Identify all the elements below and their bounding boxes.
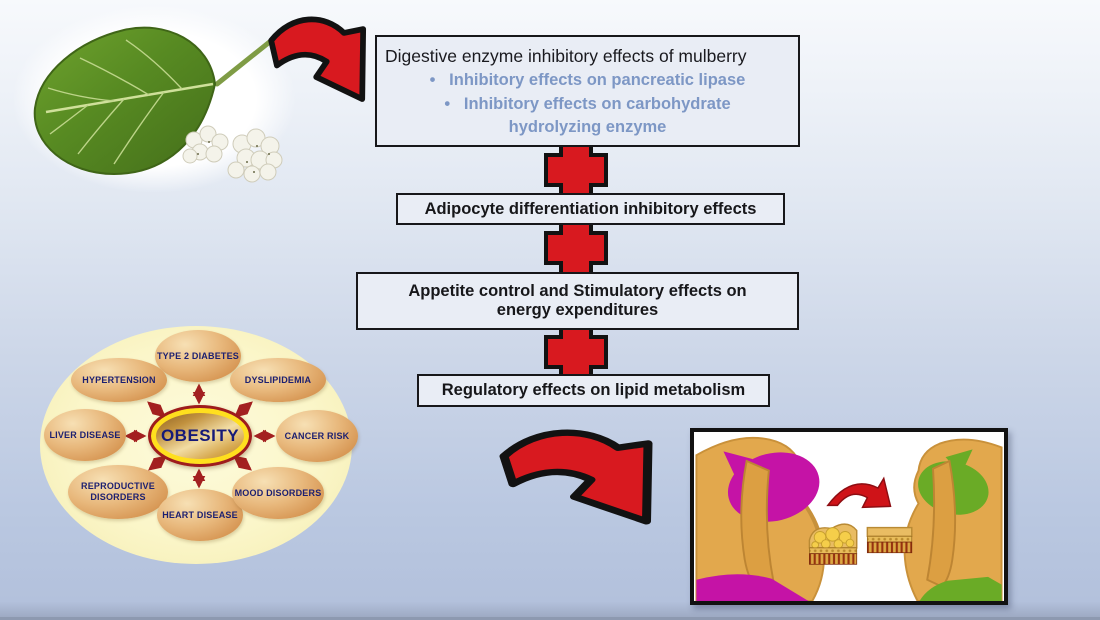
fat-tissue-before [808, 523, 858, 565]
plus-connector-2 [544, 216, 608, 280]
leaf-midrib [45, 82, 214, 114]
satellite-mood-disorders: MOOD DISORDERS [232, 467, 324, 519]
satellite-type2-diabetes: TYPE 2 DIABETES [155, 330, 241, 382]
satellite-label: DYSLIPIDEMIA [244, 374, 312, 385]
satellite-liver-disease: LIVER DISEASE [44, 409, 126, 461]
mulberry-leaf-photo [14, 5, 296, 192]
satellite-label: HYPERTENSION [82, 374, 156, 385]
mulberry-specks [197, 141, 270, 173]
magenta-bikini-bottom [696, 574, 809, 601]
satellite-label: LIVER DISEASE [49, 429, 121, 440]
satellite-hypertension: HYPERTENSION [71, 358, 167, 402]
satellite-label: MOOD DISORDERS [234, 487, 322, 498]
right-figure-arm [926, 459, 957, 588]
satellite-label: HEART DISEASE [162, 509, 238, 520]
satellite-cancer-risk: CANCER RISK [276, 410, 358, 462]
body-transformation-art [695, 436, 1003, 601]
bullet-carbohydrate-enzyme: Inhibitory effects on carbohydrate hydro… [377, 93, 798, 141]
leaf-veins [47, 39, 183, 165]
body-transformation-image [690, 428, 1008, 605]
leaf-blade [33, 26, 216, 175]
bullet-pancreatic-lipase: Inhibitory effects on pancreatic lipase [377, 69, 798, 93]
satellite-label: TYPE 2 DIABETES [156, 350, 240, 361]
flow-box-adipocyte: Adipocyte differentiation inhibitory eff… [396, 193, 785, 225]
flow-box-lipid-metabolism: Regulatory effects on lipid metabolism [417, 374, 770, 407]
flow-box1-bullets: Inhibitory effects on pancreatic lipase … [377, 69, 798, 141]
bottom-edge-line [0, 617, 1100, 620]
flow-box-digestive-enzyme: Digestive enzyme inhibitory effects of m… [375, 35, 800, 147]
white-mulberries [182, 125, 283, 183]
satellite-heart-disease: HEART DISEASE [157, 489, 243, 541]
satellite-reproductive-disorders: REPRODUCTIVE DISORDERS [68, 465, 168, 519]
curved-arrow-flow-to-result [499, 429, 653, 525]
satellite-label: CANCER RISK [284, 430, 350, 441]
obesity-center-oval: OBESITY [148, 405, 252, 467]
small-red-arrow [826, 476, 892, 509]
obesity-diagram: TYPE 2 DIABETES HYPERTENSION DYSLIPIDEMI… [40, 326, 358, 564]
satellite-dyslipidemia: DYSLIPIDEMIA [230, 358, 326, 402]
fat-tissue-after [866, 526, 913, 554]
slim-figure [903, 438, 1003, 601]
flow-box1-title: Digestive enzyme inhibitory effects of m… [385, 45, 747, 66]
overweight-figure [695, 436, 825, 601]
green-bikini-bottom [919, 576, 1002, 601]
flow-box-appetite: Appetite control and Stimulatory effects… [356, 272, 799, 330]
curved-arrow-leaf-to-flow [268, 16, 367, 102]
satellite-label: REPRODUCTIVE DISORDERS [81, 481, 155, 502]
